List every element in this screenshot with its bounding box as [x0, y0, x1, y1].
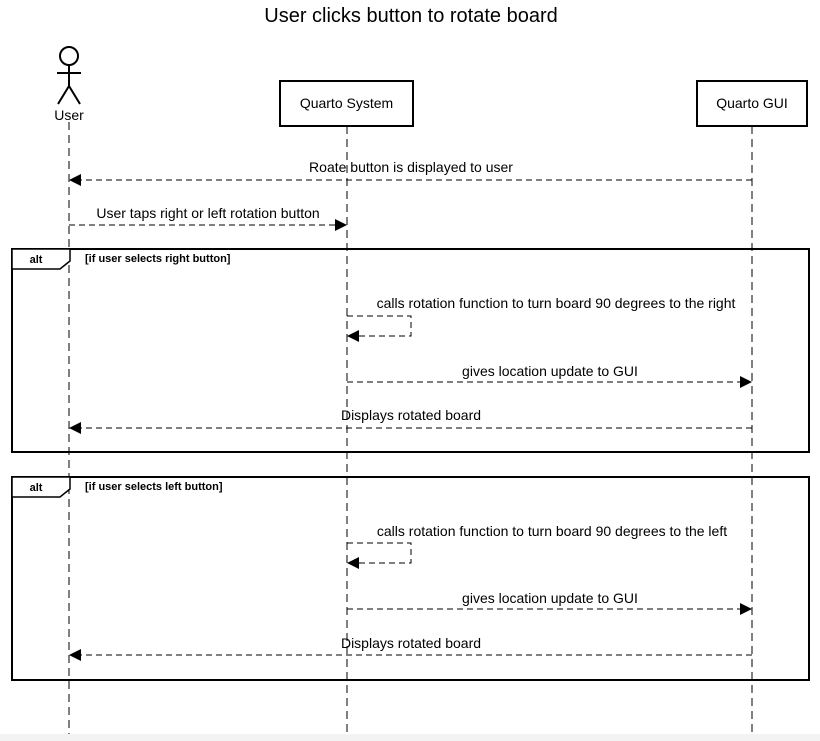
- message-displays-rotated-board-left: Displays rotated board: [69, 635, 752, 661]
- message-label: gives location update to GUI: [462, 590, 638, 606]
- message-displays-rotated-board-right: Displays rotated board: [69, 407, 752, 434]
- message-label: gives location update to GUI: [462, 363, 638, 379]
- diagram-title: User clicks button to rotate board: [264, 5, 557, 27]
- canvas-bottom-edge: [0, 734, 820, 741]
- fragment-guard: [if user selects right button]: [85, 253, 231, 265]
- message-location-update-right: gives location update to GUI: [347, 363, 752, 388]
- message-rotate-button-displayed: Roate button is displayed to user: [69, 159, 752, 186]
- message-label: User taps right or left rotation button: [96, 205, 319, 221]
- stick-figure-icon: [57, 46, 81, 105]
- actor-user-label: User: [54, 107, 84, 123]
- message-label: calls rotation function to turn board 90…: [377, 295, 736, 311]
- alt-fragment-right: alt [if user selects right button] calls…: [11, 248, 810, 453]
- participant-quarto-gui: Quarto GUI: [696, 80, 808, 127]
- participant-quarto-system-label: Quarto System: [300, 95, 393, 111]
- message-label: calls rotation function to turn board 90…: [377, 523, 727, 539]
- fragment-operator: alt: [30, 482, 43, 494]
- message-label: Displays rotated board: [341, 407, 481, 423]
- message-label: Displays rotated board: [341, 635, 481, 651]
- fragment-guard: [if user selects left button]: [85, 481, 223, 493]
- message-user-taps-rotation-button: User taps right or left rotation button: [69, 205, 347, 231]
- participant-quarto-gui-label: Quarto GUI: [716, 95, 788, 111]
- message-location-update-left: gives location update to GUI: [347, 590, 752, 615]
- participant-quarto-system: Quarto System: [279, 80, 414, 127]
- self-message-rotate-right: calls rotation function to turn board 90…: [347, 295, 736, 342]
- message-label: Roate button is displayed to user: [309, 159, 513, 175]
- fragment-operator: alt: [30, 254, 43, 266]
- actor-user: User: [54, 46, 84, 123]
- self-message-rotate-left: calls rotation function to turn board 90…: [347, 523, 727, 569]
- alt-fragment-left: alt [if user selects left button] calls …: [11, 476, 810, 681]
